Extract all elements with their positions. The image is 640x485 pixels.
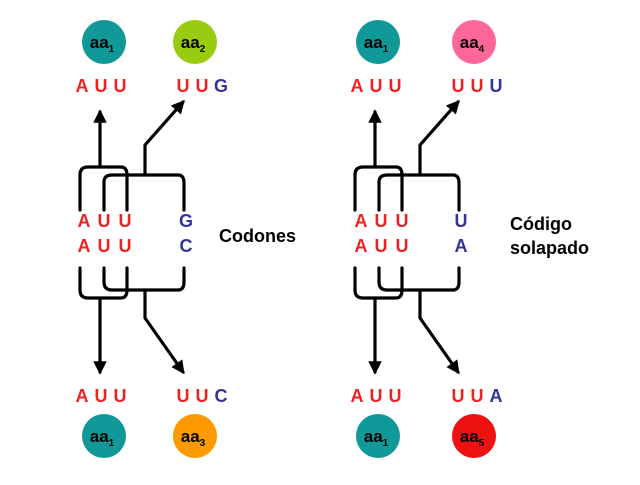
svg-text:C: C xyxy=(215,386,228,406)
amino-acid-right-aa1: aa1 xyxy=(356,20,400,64)
svg-text:U: U xyxy=(389,76,402,96)
svg-text:U: U xyxy=(114,76,127,96)
svg-text:A: A xyxy=(351,386,364,406)
svg-text:U: U xyxy=(471,76,484,96)
svg-text:U: U xyxy=(375,236,388,256)
amino-acid-right-aa4: aa4 xyxy=(452,20,496,64)
svg-text:U: U xyxy=(396,236,409,256)
amino-acid-left-aa1: aa1 xyxy=(82,20,126,64)
svg-text:A: A xyxy=(355,211,368,231)
svg-text:A: A xyxy=(76,386,89,406)
svg-text:U: U xyxy=(95,386,108,406)
svg-text:A: A xyxy=(76,76,89,96)
amino-acid-right-aa5: aa5 xyxy=(452,414,496,458)
amino-acid-left-aa1: aa1 xyxy=(82,414,126,458)
svg-text:aa4: aa4 xyxy=(460,33,485,55)
svg-text:U: U xyxy=(375,211,388,231)
svg-text:U: U xyxy=(396,211,409,231)
svg-text:U: U xyxy=(98,211,111,231)
svg-text:aa1: aa1 xyxy=(364,33,389,55)
svg-text:U: U xyxy=(370,76,383,96)
svg-text:aa1: aa1 xyxy=(364,427,389,449)
svg-text:U: U xyxy=(389,386,402,406)
svg-text:U: U xyxy=(114,386,127,406)
svg-text:aa1: aa1 xyxy=(90,33,115,55)
svg-text:U: U xyxy=(177,76,190,96)
svg-text:A: A xyxy=(490,386,503,406)
svg-text:aa1: aa1 xyxy=(90,427,115,449)
amino-acid-right-aa1: aa1 xyxy=(356,414,400,458)
svg-text:U: U xyxy=(119,236,132,256)
svg-text:A: A xyxy=(78,211,91,231)
svg-text:A: A xyxy=(78,236,91,256)
svg-text:U: U xyxy=(119,211,132,231)
svg-text:aa5: aa5 xyxy=(460,427,485,449)
svg-text:U: U xyxy=(452,76,465,96)
svg-text:G: G xyxy=(214,76,228,96)
reading-brackets-left xyxy=(78,102,184,372)
svg-text:U: U xyxy=(452,386,465,406)
svg-text:U: U xyxy=(196,386,209,406)
svg-text:C: C xyxy=(180,236,193,256)
svg-text:aa2: aa2 xyxy=(181,33,206,55)
svg-text:G: G xyxy=(179,211,193,231)
caption-left: Codones xyxy=(219,226,296,246)
reading-brackets-right xyxy=(353,102,459,372)
amino-acid-left-aa2: aa2 xyxy=(173,20,217,64)
svg-text:U: U xyxy=(196,76,209,96)
svg-text:U: U xyxy=(490,76,503,96)
svg-text:U: U xyxy=(370,386,383,406)
svg-text:U: U xyxy=(177,386,190,406)
svg-text:A: A xyxy=(455,236,468,256)
svg-text:A: A xyxy=(351,76,364,96)
svg-text:U: U xyxy=(98,236,111,256)
svg-text:U: U xyxy=(455,211,468,231)
amino-acid-left-aa3: aa3 xyxy=(173,414,217,458)
svg-text:aa3: aa3 xyxy=(181,427,206,449)
svg-text:U: U xyxy=(471,386,484,406)
svg-text:U: U xyxy=(95,76,108,96)
svg-text:A: A xyxy=(355,236,368,256)
